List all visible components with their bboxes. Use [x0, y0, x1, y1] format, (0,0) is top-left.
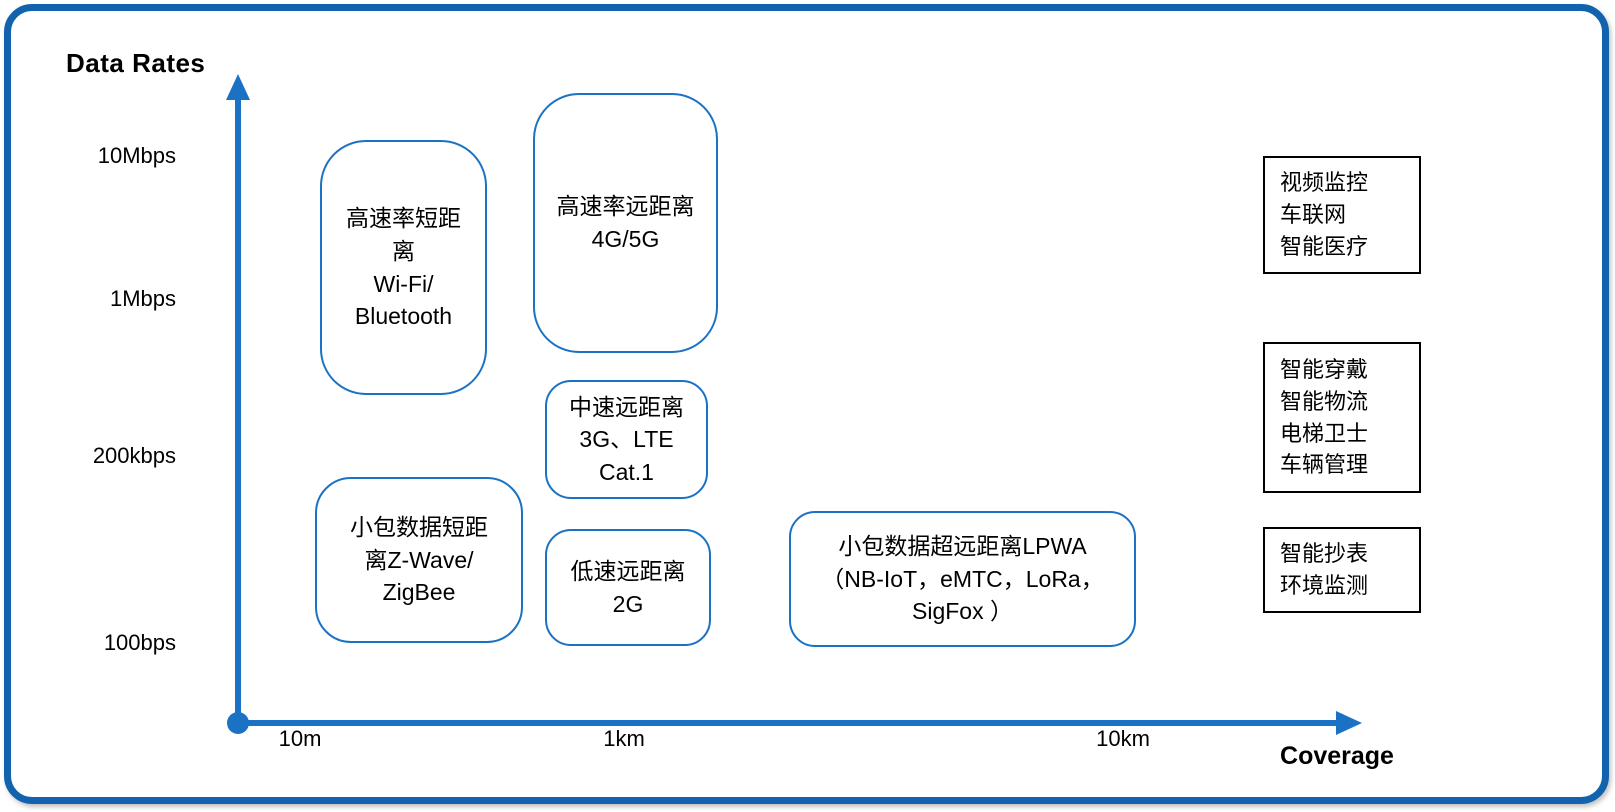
y-tick-100bps: 100bps — [103, 630, 176, 655]
origin-dot — [227, 712, 249, 734]
y-tick-200kbps: 200kbps — [92, 443, 176, 468]
x-tick-10km: 10km — [1096, 726, 1150, 751]
y-axis-line — [235, 92, 241, 723]
y-axis-title: Data Rates — [66, 48, 206, 78]
x-axis-arrow-icon — [1336, 711, 1362, 735]
tech-box-2g: 低速远距离 2G — [545, 529, 711, 646]
x-tick-10m: 10m — [278, 726, 322, 751]
app-box-smart-metering: 智能抄表 环境监测 — [1263, 527, 1421, 613]
app-box-video-surveillance: 视频监控 车联网 智能医疗 — [1263, 156, 1421, 274]
tech-box-wifi-bluetooth: 高速率短距 离 Wi-Fi/ Bluetooth — [320, 140, 487, 395]
app-box-smart-wearables: 智能穿戴 智能物流 电梯卫士 车辆管理 — [1263, 342, 1421, 493]
y-axis-arrow-icon — [226, 74, 250, 100]
tech-box-zwave-zigbee: 小包数据短距 离Z-Wave/ ZigBee — [315, 477, 523, 643]
x-axis-title: Coverage — [1280, 742, 1394, 770]
tech-box-3g-lte-cat1: 中速远距离 3G、LTE Cat.1 — [545, 380, 708, 499]
x-axis-line — [238, 720, 1338, 726]
tech-box-4g-5g: 高速率远距离 4G/5G — [533, 93, 718, 353]
y-tick-1mbps: 1Mbps — [109, 286, 176, 311]
x-tick-1km: 1km — [603, 726, 645, 751]
tech-box-lpwa: 小包数据超远距离LPWA （NB-IoT，eMTC，LoRa， SigFox ） — [789, 511, 1136, 647]
y-tick-10mbps: 10Mbps — [97, 143, 176, 168]
